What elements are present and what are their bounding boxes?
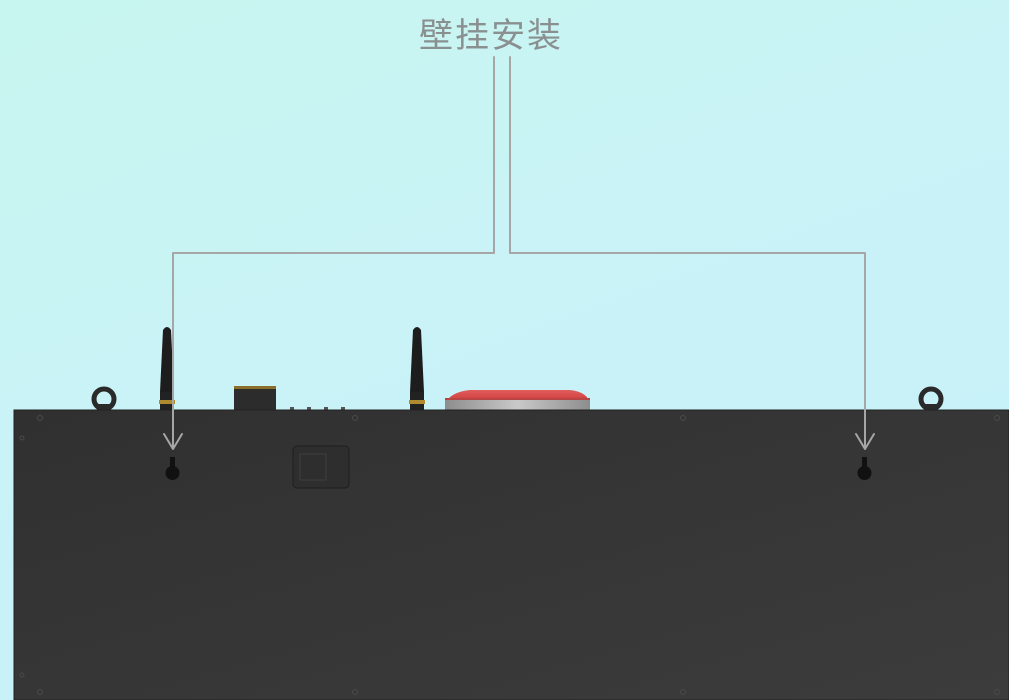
connector-block	[234, 386, 276, 412]
keyhole-icon-left	[165, 457, 180, 480]
title: 壁挂安装	[419, 16, 563, 56]
lifting-eye-icon-right	[918, 386, 944, 412]
lifting-eye-icon-left	[91, 386, 117, 412]
device-panel	[13, 409, 1009, 700]
arrow-down-icon-right	[855, 433, 875, 450]
callout-lines	[172, 56, 866, 449]
panel-port	[292, 445, 350, 489]
red-lid	[445, 390, 590, 412]
antenna-icon-middle	[409, 327, 425, 411]
keyhole-icon-right	[857, 457, 872, 480]
panel-screws	[19, 415, 1000, 695]
antenna-icon-left	[159, 327, 175, 411]
arrow-down-icon-left	[163, 433, 183, 450]
